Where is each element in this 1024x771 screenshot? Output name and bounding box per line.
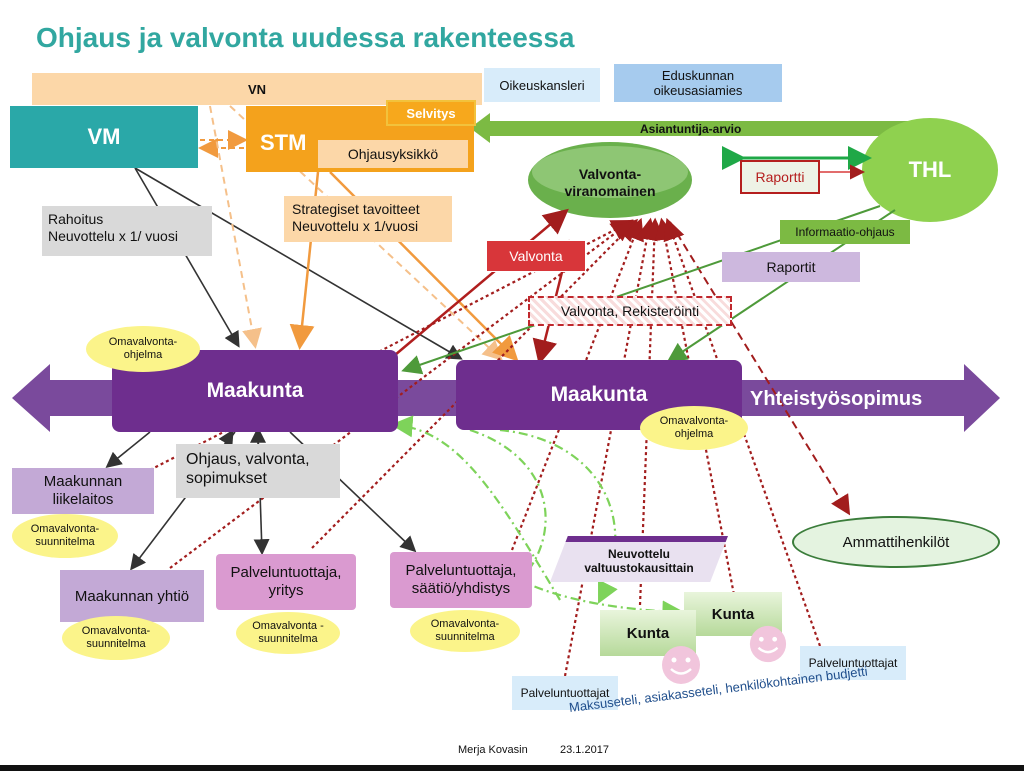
- ohjausyksikko-box: Ohjausyksikkö: [318, 140, 468, 168]
- informaatio-ohjaus-box: Informaatio-ohjaus: [780, 220, 910, 244]
- omavalvonta-ohjelma-right: Omavalvonta-ohjelma: [640, 406, 748, 450]
- valvontaviranomainen-label: Valvonta-viranomainen: [564, 166, 656, 199]
- oikeuskansleri-box: Oikeuskansleri: [484, 68, 600, 102]
- yritys-suunnitelma: Omavalvonta -suunnitelma: [236, 612, 340, 654]
- thl-label: THL: [908, 157, 952, 182]
- kunta-box-1: Kunta: [600, 610, 696, 656]
- neuvottelu-box: Neuvottelu valtuustokausittain: [550, 536, 728, 582]
- palveluntuottajat-right: Palveluntuottajat: [800, 646, 906, 680]
- strategiset-box: Strategiset tavoitteet Neuvottelu x 1/vu…: [284, 196, 452, 242]
- omavalvonta-ohjelma-left: Omavalvonta-ohjelma: [86, 326, 200, 372]
- smiley-icon: [662, 646, 700, 684]
- raportti-top-box: Raportti: [740, 160, 820, 194]
- yhtio-box: Maakunnan yhtiö: [60, 570, 204, 622]
- saatio-suunnitelma: Omavalvonta-suunnitelma: [410, 610, 520, 652]
- footer-author: Merja Kovasin: [458, 744, 528, 756]
- rahoitus-box: Rahoitus Neuvottelu x 1/ vuosi: [42, 206, 212, 256]
- vm-box: VM: [10, 106, 198, 168]
- yritys-box: Palveluntuottaja, yritys: [216, 554, 356, 610]
- page-title: Ohjaus ja valvonta uudessa rakenteessa: [36, 22, 575, 53]
- footer-date: 23.1.2017: [560, 744, 609, 756]
- palveluntuottajat-left: Palveluntuottajat: [512, 676, 618, 710]
- valvonta-box: Valvonta: [486, 240, 586, 272]
- ammattihenkilot-ellipse: Ammattihenkilöt: [792, 516, 1000, 568]
- liikelaitos-box: Maakunnan liikelaitos: [12, 468, 154, 514]
- ohjaus-box: Ohjaus, valvonta, sopimukset: [176, 444, 340, 498]
- asiantuntija-label: Asiantuntija-arvio: [640, 122, 742, 136]
- smiley-icon: [749, 625, 787, 663]
- liikelaitos-suunnitelma: Omavalvonta-suunnitelma: [12, 514, 118, 558]
- oikeusasiamies-box: Eduskunnan oikeusasiamies: [614, 64, 782, 102]
- saatio-box: Palveluntuottaja, säätiö/yhdistys: [390, 552, 532, 608]
- selvitys-box: Selvitys: [386, 100, 476, 126]
- valvonta-rekisterointi-box: Valvonta, Rekisteröinti: [528, 296, 732, 326]
- yhteistyosopimus-label: Yhteistyösopimus: [750, 388, 923, 410]
- vn-bar: VN: [32, 73, 482, 105]
- vn-label: VN: [247, 81, 267, 97]
- asiantuntija-arrow: [470, 113, 930, 143]
- bottom-bar: [0, 765, 1024, 771]
- yhtio-suunnitelma: Omavalvonta-suunnitelma: [62, 616, 170, 660]
- raportit-box: Raportit: [722, 252, 860, 282]
- thl-ellipse: [862, 118, 998, 222]
